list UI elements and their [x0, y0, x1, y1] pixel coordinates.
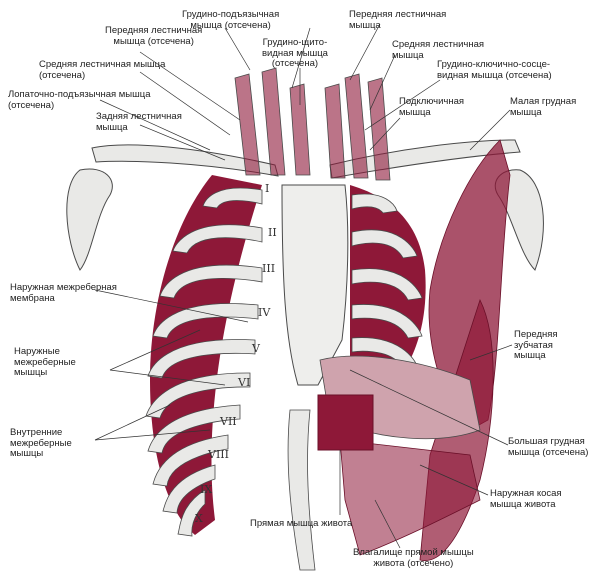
right-rib-4 [351, 304, 423, 339]
leader-line-5 [139, 71, 231, 136]
right-clavicle [91, 144, 279, 177]
leader-line-20 [419, 464, 489, 496]
skeleton-layer [66, 139, 544, 571]
label-external-intercostal-muscles: Наружные межреберные мышцы [14, 346, 76, 378]
leader-line-18 [94, 429, 211, 441]
leader-line-17 [94, 404, 171, 441]
right-humerus [66, 168, 113, 271]
left-rib-3 [159, 264, 263, 299]
leader-lines-layer [94, 23, 513, 549]
left-rib-6 [145, 372, 251, 419]
leader-line-3 [349, 23, 381, 81]
rib-numeral-5: V [251, 342, 261, 355]
left-rib-1 [202, 187, 263, 209]
leader-line-1 [224, 27, 251, 71]
label-sternothyroid: Грудино-щито- видная мышца (отсечена) [262, 37, 328, 69]
leader-line-14 [109, 329, 201, 371]
rib-numeral-1: I [265, 182, 269, 195]
rib-numeral-10: X [195, 512, 203, 525]
label-subclavius: Подключичная мышца [399, 96, 465, 118]
neck-muscle-1 [234, 73, 261, 176]
label-internal-intercostal-muscles: Внутренние межреберные мышцы [10, 427, 72, 459]
label-rectus-abdominis: Прямая мышца живота [250, 518, 353, 529]
leader-line-13 [94, 289, 249, 323]
leader-line-15 [109, 369, 226, 386]
muscles-layer [234, 67, 511, 562]
label-external-oblique: Наружная косая мышца живота [490, 488, 562, 510]
right-rib-1 [351, 193, 398, 214]
rib-numeral-7: VII [219, 415, 237, 428]
leader-line-7 [369, 54, 396, 111]
leader-line-9 [99, 99, 211, 151]
left-rib-5 [147, 339, 256, 379]
sternum [281, 184, 349, 386]
leader-line-22 [374, 499, 401, 549]
rib-numeral-8: VIII [207, 448, 229, 461]
leader-line-19 [349, 369, 509, 446]
label-middle-scalene-cut: Средняя лестничная мышца (отсечена) [39, 59, 166, 81]
leader-line-12 [139, 124, 226, 161]
leader-line-16 [469, 344, 513, 361]
label-pectoralis-minor: Малая грудная мышца [510, 96, 577, 118]
vertebral-column [287, 409, 316, 571]
label-posterior-scalene: Задняя лестничная мышца [96, 111, 182, 133]
label-middle-scalene: Средняя лестничная мышца [392, 39, 485, 61]
rib-numeral-6: VI [237, 376, 250, 389]
rectus-abdominis-muscle [317, 394, 374, 451]
rib-numeral-4: IV [258, 306, 271, 319]
label-anterior-scalene-cut: Передняя лестничная мышца (отсечена) [105, 25, 203, 47]
label-rectus-sheath: Влагалище прямой мышцы живота (отсечено) [353, 547, 474, 569]
left-rib-10 [177, 489, 206, 537]
label-omohyoid: Лопаточно-подъязычная мышца (отсечена) [8, 89, 151, 111]
neck-muscle-6 [367, 77, 391, 181]
leader-line-10 [369, 117, 401, 151]
neck-muscle-2 [261, 67, 286, 176]
label-anterior-scalene: Передняя лестничная мышца [349, 9, 447, 31]
label-external-intercostal-membrane: Наружная межреберная мембрана [10, 282, 117, 304]
neck-muscle-3 [289, 83, 311, 176]
neck-muscle-5 [344, 73, 369, 179]
left-rib-2 [172, 224, 263, 254]
right-rib-2 [351, 229, 418, 259]
leader-line-2 [291, 27, 311, 89]
right-rib-3 [351, 268, 423, 301]
label-serratus-anterior: Передняя зубчатая мышца [514, 329, 558, 361]
leader-line-4 [139, 51, 241, 121]
left-rib-9 [162, 464, 216, 514]
leader-line-8 [364, 79, 441, 131]
left-rib-8 [152, 434, 229, 487]
label-sternocleidomastoid: Грудино-ключично-сосце- видная мышца (от… [437, 59, 552, 81]
label-pectoralis-major: Большая грудная мышца (отсечена) [508, 436, 589, 458]
left-rib-4 [152, 303, 259, 339]
rib-numeral-9: IX [200, 483, 212, 496]
left-rib-7 [147, 404, 241, 454]
leader-line-11 [469, 109, 511, 151]
neck-muscle-4 [324, 83, 346, 179]
label-sternohyoid: Грудино-подъязычная мышца (отсечена) [182, 9, 280, 31]
ribs-layer [145, 175, 426, 537]
rib-numeral-2: II [268, 226, 277, 239]
rib-numeral-3: III [262, 262, 275, 275]
external-oblique-muscle [339, 439, 481, 556]
